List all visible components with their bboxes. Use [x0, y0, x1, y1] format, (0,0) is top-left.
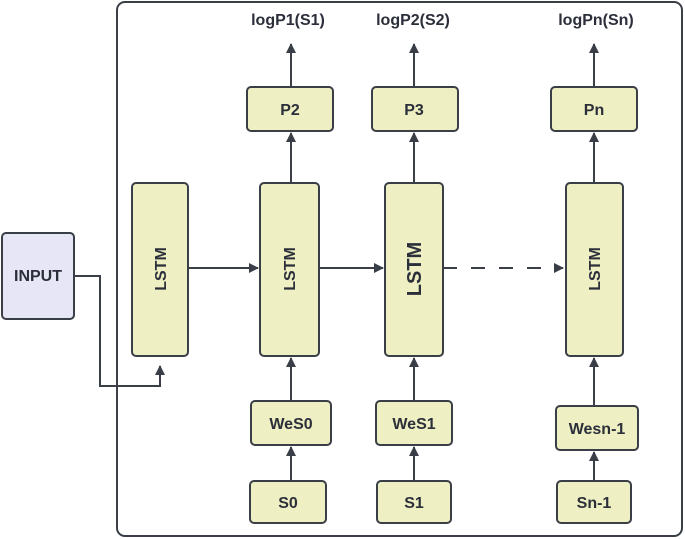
lstm-label-1: LSTM	[282, 247, 299, 291]
we-label-n: Wesn-1	[569, 421, 626, 438]
input-node: INPUT	[1, 232, 75, 320]
we-box-2	[375, 400, 453, 446]
we-box-n	[555, 405, 639, 451]
we-label-2: WeS1	[392, 416, 435, 433]
s-box-n	[556, 480, 632, 524]
input-label: INPUT	[14, 268, 62, 285]
timestep-column-2: logP2(S2) P3 LSTM WeS1 S1	[371, 12, 459, 524]
p-label-2: P3	[404, 102, 424, 119]
lstm-box-1	[259, 182, 320, 357]
lstm-initial: LSTM	[131, 182, 189, 357]
we-label-1: WeS0	[269, 416, 312, 433]
log-prob-label-2: logP2(S2)	[376, 12, 450, 29]
timestep-column-1: logP1(S1) P2 LSTM WeS0 S0	[246, 12, 334, 524]
p-box-1	[246, 86, 334, 132]
lstm-box-2	[384, 182, 444, 357]
lstm-initial-box	[131, 182, 189, 357]
s-box-2	[376, 480, 452, 524]
lstm-box-n	[565, 182, 624, 357]
log-prob-label-1: logP1(S1)	[251, 12, 325, 29]
model-frame	[116, 1, 683, 537]
p-box-2	[371, 86, 459, 132]
lstm-label-2: LSTM	[404, 242, 426, 296]
s-label-n: Sn-1	[577, 495, 612, 512]
s-box-1	[249, 480, 327, 524]
lstm-initial-label: LSTM	[153, 247, 170, 291]
p-label-1: P2	[280, 102, 300, 119]
p-label-n: Pn	[584, 102, 604, 119]
log-prob-label-n: logPn(Sn)	[558, 12, 634, 29]
input-to-lstm-connector	[74, 275, 165, 387]
lstm-label-n: LSTM	[587, 247, 604, 291]
p-box-n	[550, 86, 638, 132]
s-label-2: S1	[404, 495, 424, 512]
s-label-1: S0	[278, 495, 298, 512]
timestep-column-n: logPn(Sn) Pn LSTM Wesn-1 Sn-1	[550, 12, 639, 524]
we-box-1	[250, 400, 332, 446]
